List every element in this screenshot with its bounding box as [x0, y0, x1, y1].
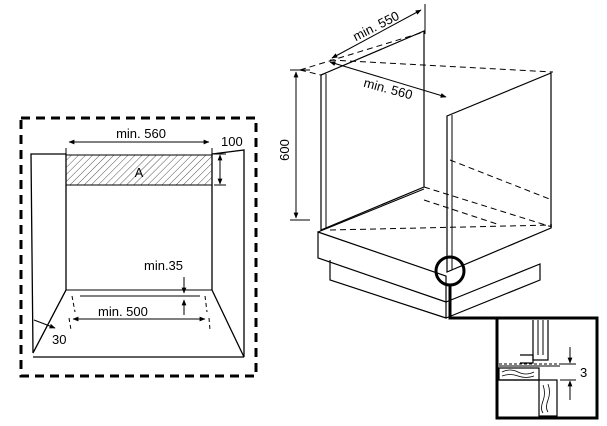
bevel-arrow [33, 319, 56, 329]
left-bevel [32, 289, 67, 354]
detail-view: 3 [495, 316, 599, 420]
base-front [317, 231, 447, 303]
right-side-panel [446, 72, 552, 273]
min-width-bottom-label: min. 500 [98, 304, 148, 319]
dashed-frame [19, 116, 258, 378]
bottom-opening-dashes [68, 295, 211, 331]
left-side-panel [320, 30, 425, 231]
right-cabinet-wall [211, 149, 245, 358]
shelf-edge-detail [498, 367, 540, 381]
front-view: A min. 560 100 min.35 min. 500 30 [19, 116, 258, 378]
detail-leader-line [448, 285, 497, 320]
height-label: 600 [277, 139, 292, 161]
depth-dimension [331, 9, 422, 59]
min-depth-label: min. 550 [350, 8, 401, 44]
area-a-hatch [65, 154, 213, 186]
isometric-view: 600 min. 550 min. 560 [277, 4, 554, 320]
side-clearance-label: 100 [221, 134, 243, 149]
width-dimension [329, 61, 447, 98]
min-gap-label: min.35 [144, 258, 183, 273]
base-side [445, 263, 541, 319]
bevel-label: 30 [52, 332, 66, 347]
area-a-label: A [135, 165, 144, 180]
offset-label: 3 [580, 365, 587, 380]
min-width-top-label: min. 560 [116, 126, 166, 141]
